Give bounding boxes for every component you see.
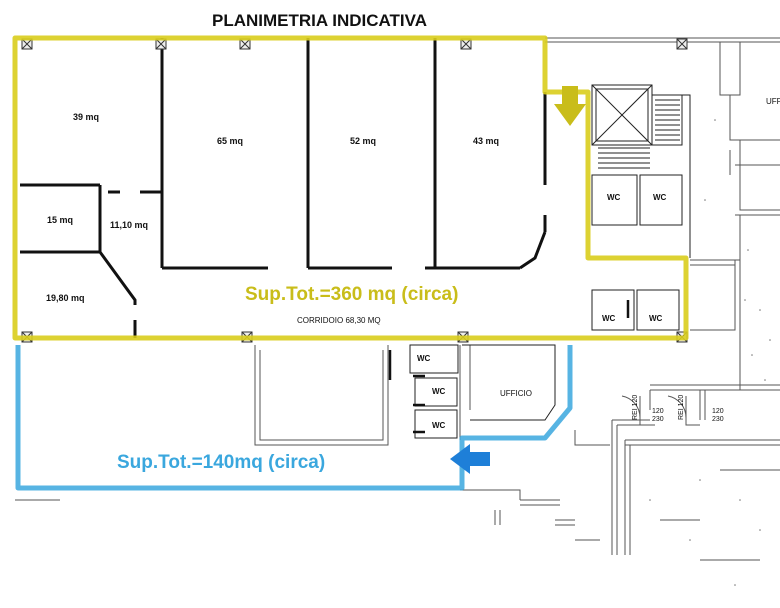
room-label-39: 39 mq [73, 112, 99, 122]
door-rei-label: REI 120 [678, 395, 685, 420]
door-size-bottom: 230 [652, 416, 664, 423]
plan-title: PLANIMETRIA INDICATIVA [212, 11, 427, 30]
stairwell [409, 84, 691, 439]
wc-label: WC [417, 354, 431, 363]
blue-total-area: Sup.Tot.=140mq (circa) [117, 452, 325, 473]
wc-label: WC [649, 314, 663, 323]
wc-label: WC [602, 314, 616, 323]
wall-fragments [388, 300, 630, 434]
blue-arrow-icon [450, 444, 490, 474]
wc-label: WC [432, 387, 446, 396]
door-size-top: 120 [712, 408, 724, 415]
door-size-top: 120 [652, 408, 664, 415]
door-rei-label: REI 120 [632, 395, 639, 420]
room-label-43: 43 mq [473, 136, 499, 146]
office-label: UFFICIO [500, 389, 532, 398]
yellow-area-outline [12, 35, 689, 341]
walls [20, 38, 547, 338]
room-label-52: 52 mq [350, 136, 376, 146]
wc-label: WC [607, 193, 621, 202]
room-label-15: 15 mq [47, 215, 73, 225]
blue-area-outline [15, 345, 573, 491]
yellow-arrow-icon [554, 86, 586, 126]
door-size-bottom: 230 [712, 416, 724, 423]
wc-label: WC [432, 421, 446, 430]
room-label-65: 65 mq [217, 136, 243, 146]
yellow-total-area: Sup.Tot.=360 mq (circa) [245, 284, 458, 305]
corridor-label: CORRIDOIO 68,30 MQ [297, 316, 381, 325]
wc-label: WC [653, 193, 667, 202]
room-label-11-10: 11,10 mq [110, 220, 148, 230]
speckle-texture [649, 119, 771, 586]
room-label-19-80: 19,80 mq [46, 293, 85, 303]
office-label-cut: UFF [766, 97, 780, 106]
